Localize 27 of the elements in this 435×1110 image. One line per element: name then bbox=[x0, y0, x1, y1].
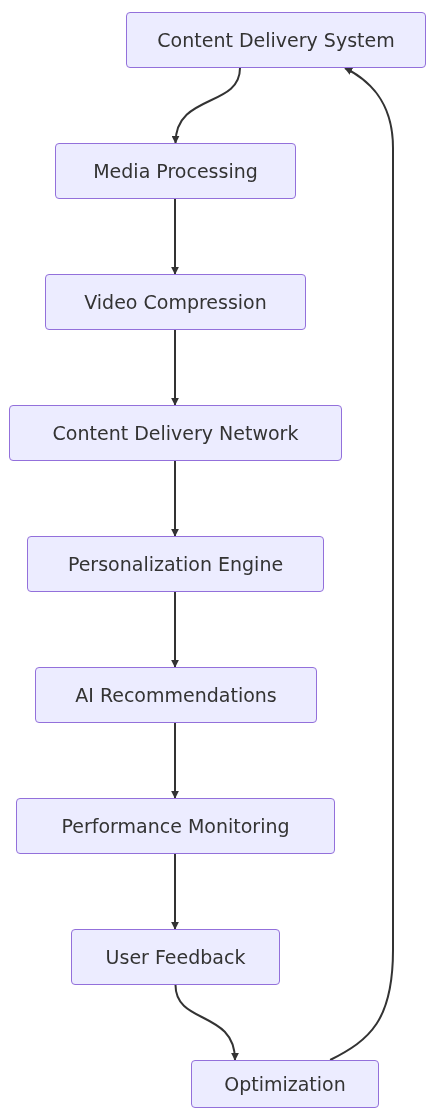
arrow bbox=[329, 67, 394, 1061]
process-box bbox=[9, 405, 342, 461]
process-box bbox=[55, 143, 296, 199]
arrow bbox=[171, 460, 179, 537]
process-box bbox=[16, 798, 335, 854]
process-box bbox=[191, 1060, 379, 1108]
node-label: Video Compression bbox=[84, 291, 267, 313]
process-box bbox=[126, 12, 426, 68]
process-box bbox=[27, 536, 324, 592]
node-label: Content Delivery System bbox=[157, 29, 395, 51]
arrow bbox=[171, 722, 179, 799]
arrow bbox=[174, 984, 239, 1061]
process-box bbox=[45, 274, 306, 330]
arrow bbox=[171, 853, 179, 930]
arrow bbox=[171, 591, 179, 668]
node-label: Performance Monitoring bbox=[61, 815, 290, 837]
node-label: Personalization Engine bbox=[67, 553, 284, 575]
node-label: Optimization bbox=[224, 1073, 346, 1095]
node-label: User Feedback bbox=[105, 946, 246, 968]
node-label: Content Delivery Network bbox=[52, 422, 299, 444]
arrow bbox=[172, 67, 241, 144]
arrow bbox=[171, 198, 179, 275]
node-label: AI Recommendations bbox=[75, 684, 277, 706]
node-label: Media Processing bbox=[93, 160, 258, 182]
process-box bbox=[71, 929, 280, 985]
process-box bbox=[35, 667, 317, 723]
arrow bbox=[171, 329, 179, 406]
